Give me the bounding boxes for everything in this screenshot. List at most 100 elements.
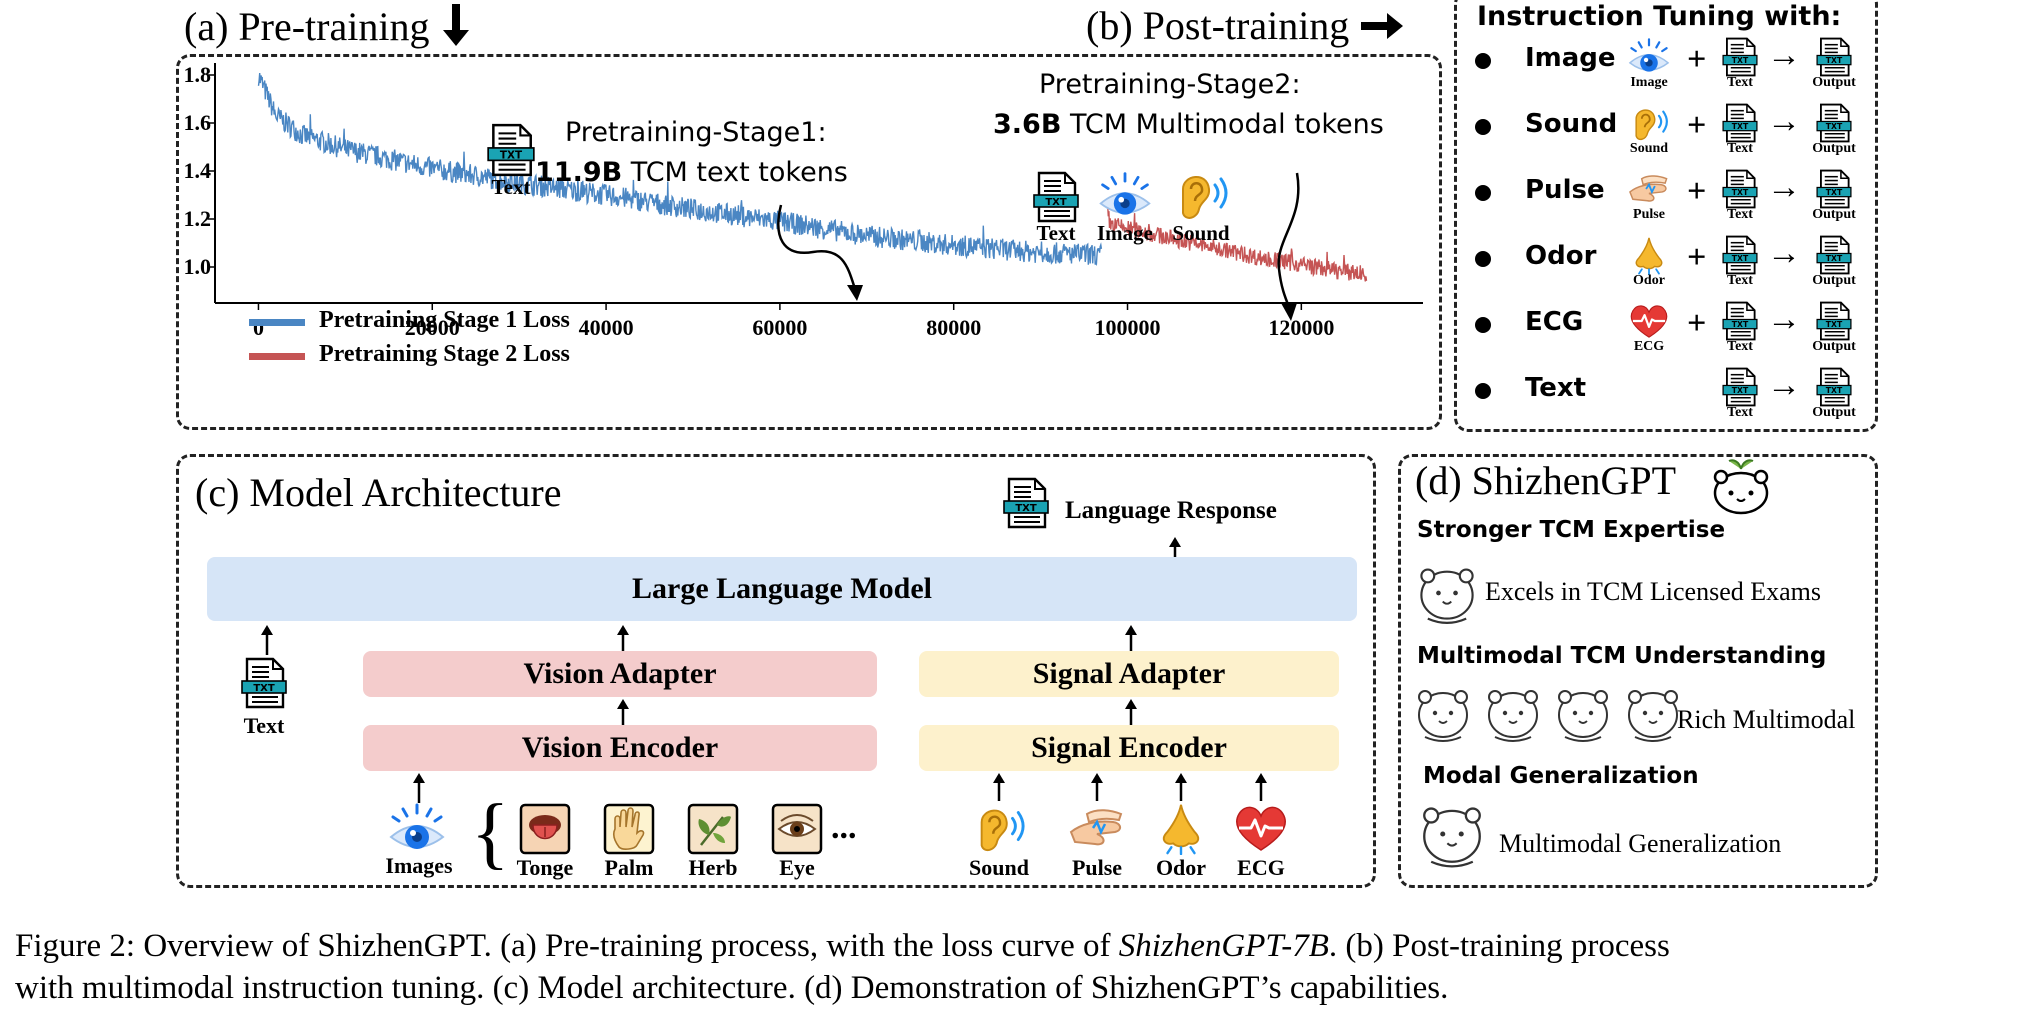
signal-encoder-block: Signal Encoder — [919, 725, 1339, 771]
up-arrow-icon — [1175, 773, 1187, 801]
figure-caption-line2: with multimodal instruction tuning. (c) … — [15, 970, 1449, 1006]
up-arrow-icon — [413, 773, 425, 803]
stage1-title: Pretraining-Stage1: — [565, 117, 827, 148]
instruction-modality-name: Image — [1525, 43, 1616, 73]
stage2-title: Pretraining-Stage2: — [1039, 69, 1301, 100]
bear-mascot-icon — [1713, 459, 1769, 515]
up-arrow-icon — [1125, 699, 1137, 727]
nose-icon: Odor — [1151, 801, 1211, 880]
ear-icon: Sound — [1172, 167, 1230, 245]
x-tick-label: 120000 — [1268, 315, 1334, 340]
ellipsis: ... — [831, 809, 857, 846]
herb-icon: Herb — [687, 803, 739, 880]
text-doc-icon: TXT — [241, 657, 287, 714]
instruction-text-label: Text — [1727, 273, 1753, 288]
eye-icon: Image — [1627, 37, 1671, 90]
panel-b-label: (b) Post-training — [1086, 2, 1405, 49]
signal-item-label: Sound — [969, 855, 1029, 880]
palm-icon: Palm — [603, 803, 655, 880]
svg-text:TXT: TXT — [1826, 56, 1843, 65]
bullet-dot — [1475, 185, 1491, 201]
instruction-modality-name: Sound — [1525, 109, 1618, 139]
image-item-label: Palm — [604, 855, 654, 880]
stage1-annotation: TXT Text Pretraining-Stage1: 11.9B TCM t… — [487, 117, 887, 267]
instruction-icon-label: Odor — [1633, 273, 1665, 288]
image-item-label: Herb — [688, 855, 738, 880]
bullet-dot — [1475, 119, 1491, 135]
architecture-panel: (c) Model Architecture TXT Language Resp… — [176, 454, 1376, 888]
generalization-title: Modal Generalization — [1423, 763, 1699, 789]
svg-text:TXT: TXT — [1826, 122, 1843, 131]
panel-d-label: (d) ShizhenGPT — [1415, 458, 1677, 503]
svg-text:TXT: TXT — [1045, 197, 1067, 208]
plus-sign: + — [1687, 107, 1707, 144]
instruction-icon-label: Sound — [1629, 141, 1669, 156]
images-label: Images — [385, 853, 453, 878]
loss-series-1 — [257, 72, 1103, 267]
stage1-text-label: Text — [491, 175, 531, 199]
stage2-annotation: Pretraining-Stage2: 3.6B TCM Multimodal … — [993, 69, 1433, 269]
svg-text:TXT: TXT — [1732, 320, 1749, 329]
x-tick-label: 0 — [253, 315, 264, 340]
up-arrow-icon — [261, 625, 273, 655]
instruction-output-label: Output — [1812, 405, 1856, 420]
eye-icon — [387, 803, 447, 860]
stage1-curly-arrow — [777, 204, 863, 301]
x-tick-label: 100000 — [1095, 315, 1161, 340]
expertise-title: Stronger TCM Expertise — [1417, 517, 1726, 543]
heart-icon: ECG — [1627, 301, 1671, 354]
instruction-text-label: Text — [1727, 75, 1753, 90]
language-response-label: Language Response — [1065, 497, 1277, 524]
llm-block: Large Language Model — [207, 557, 1357, 621]
y-tick-label: 1.2 — [184, 206, 212, 231]
bullet-dot — [1475, 53, 1491, 69]
instruction-text-label: Text — [1727, 141, 1753, 156]
vision-adapter-block: Vision Adapter — [363, 651, 877, 697]
stage1-desc: 11.9B TCM text tokens — [535, 157, 848, 188]
instruction-text-label: Text — [1727, 405, 1753, 420]
response-doc-icon: TXT — [1003, 477, 1049, 534]
svg-text:TXT: TXT — [500, 149, 523, 161]
right-arrow-icon: → — [1767, 169, 1801, 206]
instruction-modality-name: Text — [1525, 373, 1587, 403]
signal-item-label: Pulse — [1071, 855, 1123, 880]
panel-c-label: (c) Model Architecture — [195, 470, 562, 515]
pulse-hand-icon: Pulse — [1627, 169, 1671, 222]
instruction-icon-label: ECG — [1633, 339, 1665, 354]
down-arrow-icon — [443, 4, 470, 46]
signal-adapter-block: Signal Adapter — [919, 651, 1339, 697]
plus-sign: + — [1687, 305, 1707, 342]
multimodal-title: Multimodal TCM Understanding — [1417, 643, 1827, 669]
svg-text:TXT: TXT — [1826, 386, 1843, 395]
right-arrow-icon — [1361, 13, 1404, 39]
svg-text:TXT: TXT — [1826, 254, 1843, 263]
vision-encoder-block: Vision Encoder — [363, 725, 877, 771]
x-tick-label: 40000 — [579, 315, 634, 340]
txt-doc-icon: TXT Text — [487, 123, 535, 199]
bear-look-icon — [1418, 690, 1468, 742]
heart-icon: ECG — [1231, 801, 1291, 880]
tongue-icon: Tonge — [517, 803, 573, 880]
right-arrow-icon: → — [1767, 235, 1801, 272]
svg-text:TXT: TXT — [1826, 320, 1843, 329]
instruction-icon-label: Pulse — [1633, 207, 1665, 222]
shizhengpt-panel: (d) ShizhenGPT Stronger TCM Expertise Ex… — [1398, 454, 1878, 888]
brace: { — [471, 789, 510, 877]
nose-icon: Odor — [1627, 235, 1671, 288]
up-arrow-icon — [1091, 773, 1103, 801]
instruction-modality-name: Odor — [1525, 241, 1597, 271]
x-tick-label: 80000 — [926, 315, 981, 340]
svg-text:TXT: TXT — [253, 683, 275, 694]
instruction-output-label: Output — [1812, 207, 1856, 222]
x-tick-label: 60000 — [752, 315, 807, 340]
